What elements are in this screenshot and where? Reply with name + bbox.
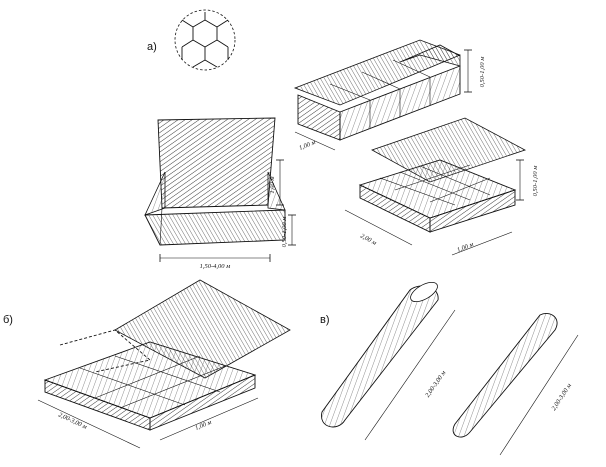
panel-gabion-dims: 1,00 м 0,50-1,00 м 1,50-4,00 м [159,159,296,270]
sack1-length-label: 2,00-3,00 м [424,370,447,399]
mattress-top-dims: 0,50-1,00 м 2,00 м 1,00 м [344,159,539,256]
sack-gabion-2 [452,313,558,438]
label-v: в) [320,314,330,326]
label-b: б) [3,314,13,326]
mattress-b [43,279,291,431]
panel-gabion [144,117,286,246]
panel-height-label: 1,00 м [269,176,276,193]
mattress-top [358,117,527,233]
mesh-detail [174,9,236,71]
sack-gabion-1 [321,281,439,428]
mattress-height-label: 0,50-1,00 м [532,166,539,197]
label-a: а) [147,41,157,53]
box-width-label: 1,00 м [298,139,317,152]
mattress-b-width-label: 1,00 м [194,419,213,432]
panel-depth-label: 0,50-1,00 м [281,217,288,248]
panel-length-label: 1,50-4,00 м [200,263,231,270]
box-gabion [293,39,462,141]
sack2-length-label: 2,00-3,00 м [550,382,573,412]
mattress-width-label: 1,00 м [456,241,475,254]
box-height-label: 0,50-1,00 м [479,57,486,88]
mattress-length-label: 2,00 м [359,233,377,247]
